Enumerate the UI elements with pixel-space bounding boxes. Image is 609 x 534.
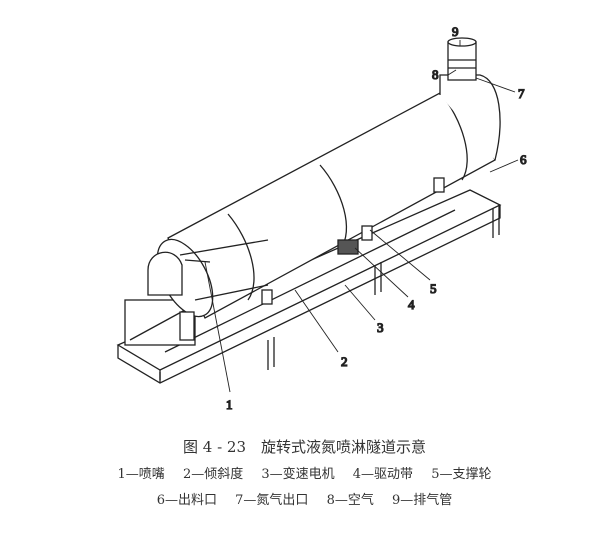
exhaust-pipe xyxy=(439,37,501,161)
callout-5: 5 xyxy=(430,281,437,296)
legend-item: 5—支撑轮 xyxy=(431,467,492,482)
tunnel-diagram: 9 8 7 6 5 4 3 2 1 xyxy=(116,23,528,413)
leader-lines xyxy=(204,40,519,393)
callout-1: 1 xyxy=(226,397,233,412)
support-frame xyxy=(116,189,502,384)
legend-item: 1—喷嘴 xyxy=(117,467,165,482)
nozzle xyxy=(147,251,211,341)
legend-item: 4—驱动带 xyxy=(352,467,414,482)
support-wheel xyxy=(433,177,445,193)
legend-item: 6—出料口 xyxy=(156,493,217,508)
callout-3: 3 xyxy=(377,320,384,335)
callout-9: 9 xyxy=(452,24,459,39)
figure-title: 图 4 - 23 旋转式液氮喷淋隧道示意 xyxy=(182,438,426,456)
legend-item: 2—倾斜度 xyxy=(182,467,244,482)
legend-item: 3—变速电机 xyxy=(261,467,335,482)
callout-2: 2 xyxy=(341,354,348,369)
support-wheel xyxy=(261,289,273,305)
legend-item: 8—空气 xyxy=(326,493,374,508)
callout-6: 6 xyxy=(520,152,527,167)
legend-line-2: 6—出料口 7—氮气出口 8—空气 9—排气管 xyxy=(0,489,609,508)
motor xyxy=(337,239,359,255)
callout-8: 8 xyxy=(432,67,439,82)
callout-7: 7 xyxy=(518,86,525,101)
support-wheel xyxy=(361,225,373,241)
callout-4: 4 xyxy=(408,297,415,312)
legend-item: 7—氮气出口 xyxy=(235,493,309,508)
legend-line-1: 1—喷嘴 2—倾斜度 3—变速电机 4—驱动带 5—支撑轮 xyxy=(0,463,609,482)
legend-item: 9—排气管 xyxy=(391,493,453,508)
